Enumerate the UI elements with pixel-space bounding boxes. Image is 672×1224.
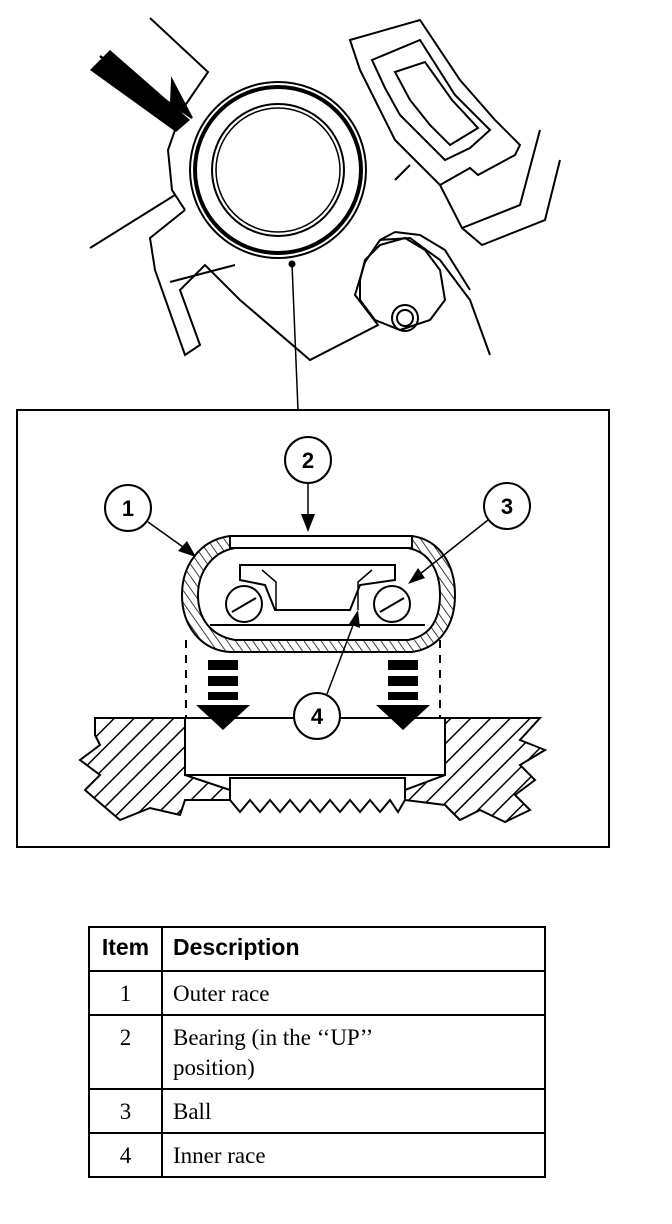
table-row: 2 Bearing (in the ‘‘UP’’ position) xyxy=(88,1014,546,1090)
table-row: 3 Ball xyxy=(88,1088,546,1134)
header-description: Description xyxy=(161,926,546,972)
legend-table: Item Description 1 Outer race 2 Bearing … xyxy=(88,926,546,1178)
detail-frame xyxy=(16,409,610,848)
legend-header-row: Item Description xyxy=(88,926,546,972)
down-arrow-icon xyxy=(196,660,250,730)
engine-view xyxy=(89,17,561,362)
callout-1-label: 1 xyxy=(122,496,134,521)
item-number: 1 xyxy=(88,970,163,1016)
bearing-diagram: 1 2 3 4 xyxy=(16,17,610,848)
table-row: 1 Outer race xyxy=(88,970,546,1016)
item-number: 3 xyxy=(88,1088,163,1134)
item-number: 2 xyxy=(88,1014,163,1090)
callout-2: 2 xyxy=(284,436,332,532)
bearing-cross-section xyxy=(78,535,548,824)
table-row: 4 Inner race xyxy=(88,1132,546,1178)
down-arrow-icon xyxy=(376,660,430,730)
item-description: Bearing (in the ‘‘UP’’ position) xyxy=(161,1014,546,1090)
item-description: Outer race xyxy=(161,970,546,1016)
callout-3: 3 xyxy=(408,482,531,584)
callout-4-label: 4 xyxy=(311,704,324,729)
callout-3-label: 3 xyxy=(501,494,513,519)
callout-4: 4 xyxy=(293,610,360,740)
item-number: 4 xyxy=(88,1132,163,1178)
item-description: Ball xyxy=(161,1088,546,1134)
item-description: Inner race xyxy=(161,1132,546,1178)
callout-2-label: 2 xyxy=(302,448,314,473)
header-item: Item xyxy=(88,926,163,972)
callout-1: 1 xyxy=(104,484,196,557)
